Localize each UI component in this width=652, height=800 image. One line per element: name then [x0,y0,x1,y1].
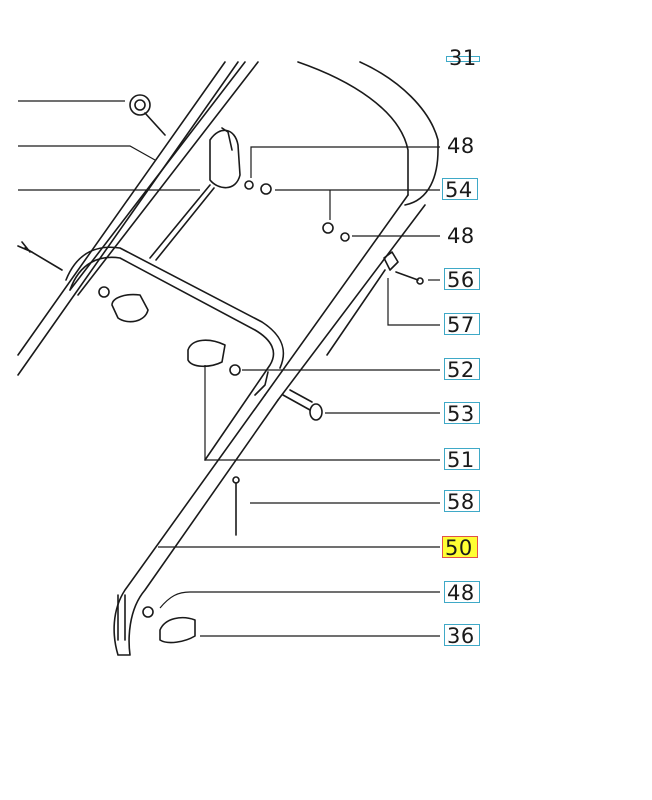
callout-53[interactable]: 53 [444,402,480,425]
callout-31[interactable]: 31 [446,48,480,69]
knob-lower [159,616,196,644]
callout-54[interactable]: 54 [442,178,478,201]
bolt-56 [395,271,419,281]
leader-48a [250,146,440,178]
nut-54a [260,183,272,195]
control-lever [209,129,241,189]
upper-handle-left-rail [17,61,239,376]
callout-56[interactable]: 56 [444,268,480,291]
upper-handle-right-rail [69,61,259,296]
callout-57[interactable]: 57 [444,313,480,336]
callout-48[interactable]: 48 [447,224,475,248]
callout-52[interactable]: 52 [444,358,480,381]
callout-58[interactable]: 58 [444,490,480,513]
nut-54b [322,222,334,234]
pin-58-head [232,476,240,484]
washer-mid [229,364,241,376]
lower-slot [117,594,126,641]
washer-48b [340,232,350,242]
callout-50-highlighted[interactable]: 50 [442,536,478,559]
cable-ring [129,94,151,116]
carriage-bolt-53 [282,389,313,411]
knob-mid [187,339,226,368]
lower-handle-right-rail [264,194,426,401]
callout-36[interactable]: 36 [444,624,480,647]
knob-upper-left [111,293,149,323]
washer-48a [244,180,254,190]
leader-48c [159,591,440,609]
cable-bracket [383,251,399,271]
cable-57 [326,269,386,356]
callout-51[interactable]: 51 [444,448,480,471]
washer-upper-left [98,286,110,298]
leader-top-2 [18,145,156,161]
leader-54 [275,189,440,220]
callout-48[interactable]: 48 [447,134,475,158]
callout-48[interactable]: 48 [444,581,480,604]
washer-lower [142,606,154,618]
cross-bar [65,246,285,461]
leader-51 [204,365,440,461]
handle-top-loop [297,61,439,206]
lever-rod [149,184,215,261]
lower-handle-tube [113,394,279,656]
left-bolt [17,241,63,271]
leader-57 [387,278,440,326]
